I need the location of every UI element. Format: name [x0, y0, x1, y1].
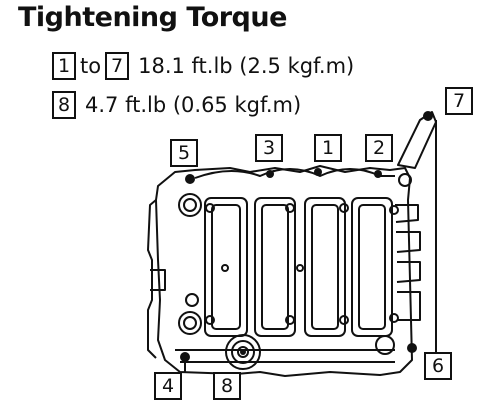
- bolt-2: [374, 170, 382, 178]
- bolt-8: [240, 349, 246, 355]
- page-title: Tightening Torque: [18, 2, 287, 33]
- callout-7: 7: [445, 87, 473, 115]
- bolt-number-box: 8: [52, 91, 76, 119]
- boss: [178, 311, 202, 335]
- bolt-1: [314, 168, 322, 176]
- callout-8: 8: [213, 372, 241, 400]
- callout-6: 6: [424, 352, 452, 380]
- inner-rib-4: [351, 197, 393, 337]
- torque-spec-bolts-1-to-7: 1 to 7 18.1 ft.lb (2.5 kgf.m): [52, 52, 354, 80]
- callout-3: 3: [255, 134, 283, 162]
- torque-value: 18.1 ft.lb (2.5 kgf.m): [138, 54, 355, 78]
- boss: [178, 193, 202, 217]
- inner-rib-1: [204, 197, 248, 337]
- bolt-4: [180, 352, 190, 362]
- drain-plug: [225, 334, 261, 370]
- callout-4: 4: [154, 372, 182, 400]
- inner-rib-2: [254, 197, 296, 337]
- bracket-arm: [397, 111, 437, 169]
- bolt-number-box: 1: [52, 52, 76, 80]
- bolt-7: [423, 111, 433, 121]
- callout-5: 5: [170, 139, 198, 167]
- bolt-6: [407, 343, 417, 353]
- bolt-5: [185, 174, 195, 184]
- bolt-number-box: 7: [105, 52, 130, 80]
- bolt-3: [266, 170, 274, 178]
- range-connector: to: [80, 54, 102, 78]
- torque-value: 4.7 ft.lb (0.65 kgf.m): [85, 93, 302, 117]
- right-ribs: [395, 204, 421, 321]
- torque-spec-bolt-8: 8 4.7 ft.lb (0.65 kgf.m): [52, 91, 301, 119]
- inner-rib-3: [304, 197, 346, 337]
- left-flange: [147, 199, 157, 359]
- callout-2: 2: [365, 134, 393, 162]
- callout-1: 1: [314, 134, 342, 162]
